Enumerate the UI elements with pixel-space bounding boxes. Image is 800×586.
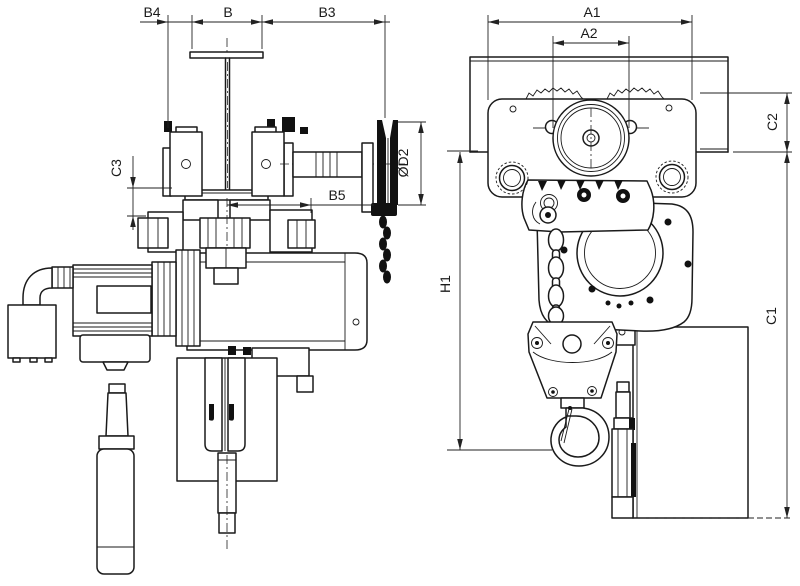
hook-block	[527, 321, 618, 399]
dim-label-b3: B3	[318, 4, 335, 20]
dim-label-a2: A2	[580, 25, 597, 41]
gearbox-cover	[79, 334, 151, 363]
drive-wheel-front	[533, 99, 649, 177]
beam-flange-front	[469, 56, 729, 153]
dim-label-b4: B4	[143, 4, 160, 20]
chain-anchor-blocks	[205, 247, 247, 285]
dim-label-c1: C1	[763, 307, 779, 325]
limit-rod	[611, 381, 636, 519]
junction-box	[7, 304, 57, 359]
dim-d2: ØD2	[395, 121, 426, 206]
dim-a2: A2	[552, 25, 630, 128]
conduit-elbow	[7, 267, 57, 363]
dim-label-a1: A1	[583, 4, 600, 20]
dim-label-b5: B5	[328, 187, 345, 203]
load-chain	[532, 201, 565, 326]
dim-top-b4-b-b3: B4 B B3	[140, 4, 390, 128]
suspension-crossbar	[137, 198, 316, 292]
dim-h1: H1	[437, 150, 552, 451]
dim-c3: C3	[108, 156, 172, 230]
dim-label-h1: H1	[437, 275, 453, 293]
hook	[550, 397, 610, 467]
dim-b5: B5	[227, 187, 374, 213]
wheel-bearings	[495, 160, 689, 195]
motor	[51, 261, 177, 371]
dim-c1: C1	[640, 152, 792, 519]
pendant-control	[96, 383, 135, 575]
dim-c2: C2	[700, 92, 792, 153]
hand-chain	[379, 215, 391, 284]
trolley-plates-side	[162, 117, 308, 197]
hoist-body-front	[536, 199, 694, 332]
front-view: A1 A2 C2 C1	[437, 4, 792, 519]
safety-latch	[560, 408, 570, 442]
dim-label-c3: C3	[108, 159, 124, 177]
suspension-bracket-front	[521, 179, 655, 233]
chain-container-side	[176, 346, 278, 550]
trolley-gear-wheels	[525, 87, 665, 100]
dim-label-d2: ØD2	[395, 148, 411, 177]
dim-a1: A1	[487, 4, 693, 100]
hand-chain-wheel	[280, 120, 405, 284]
motor-nameplate	[96, 285, 152, 314]
side-view: B4 B B3 C3 B5 ØD2	[7, 4, 426, 575]
dim-label-b: B	[223, 4, 232, 20]
dim-label-c2: C2	[764, 113, 780, 131]
